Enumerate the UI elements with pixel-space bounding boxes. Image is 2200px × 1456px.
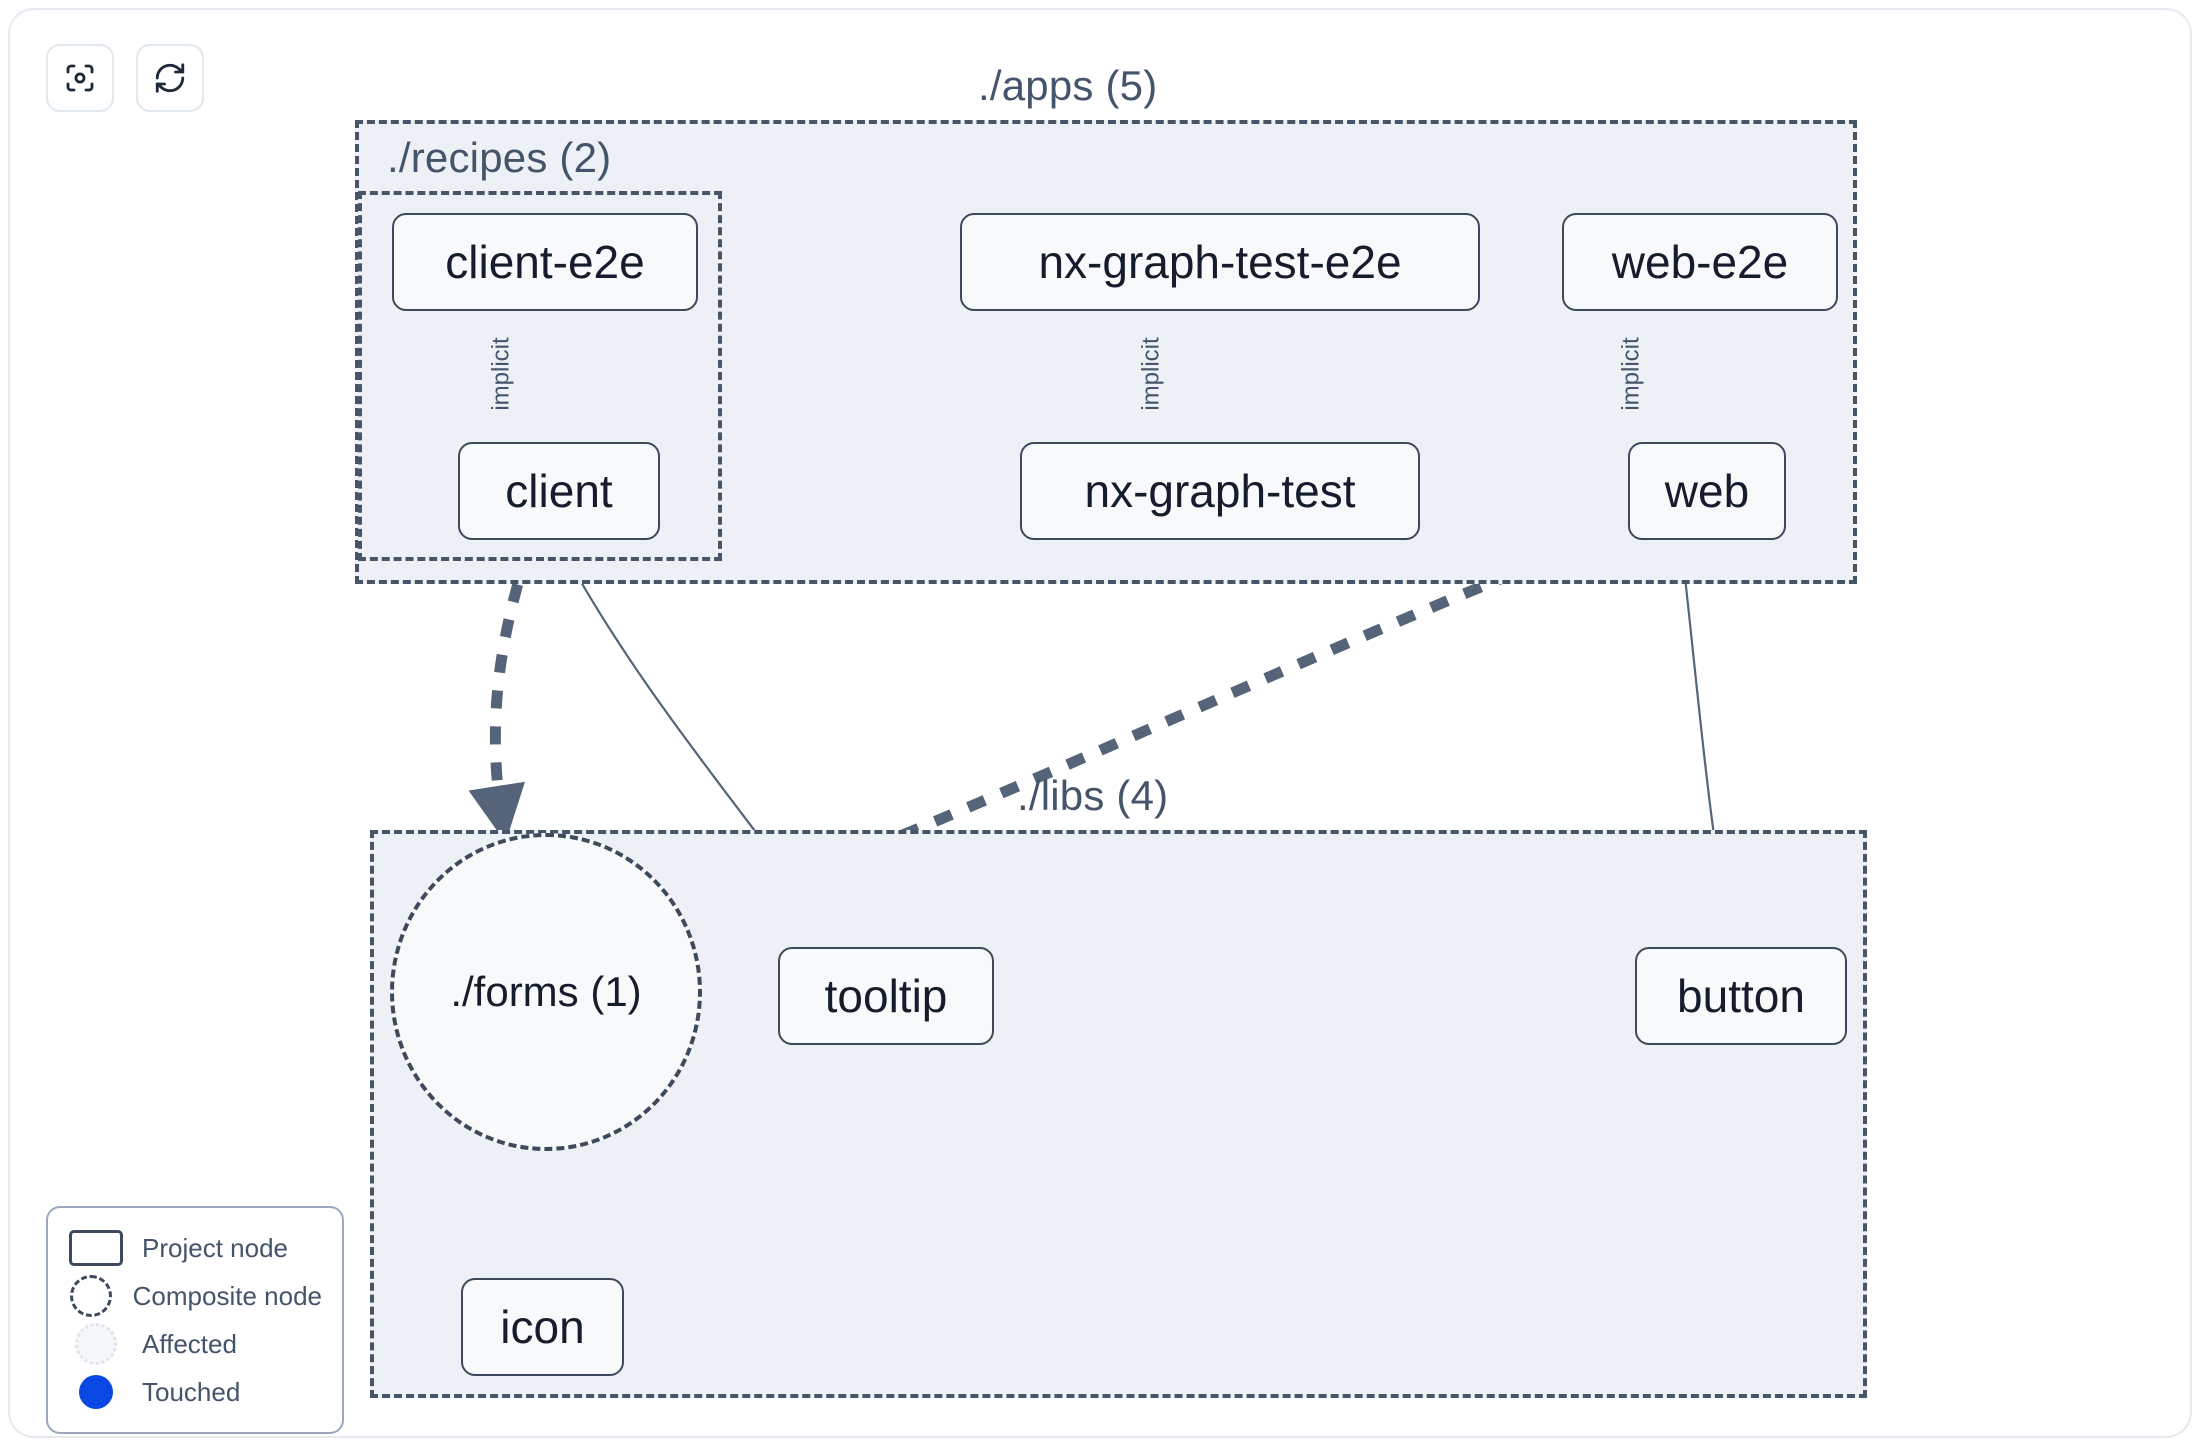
node-web[interactable]: web [1628, 442, 1786, 540]
legend-item-affected: Affected [68, 1320, 322, 1368]
node-label: web-e2e [1611, 236, 1789, 288]
node-nx-graph-test[interactable]: nx-graph-test [1020, 442, 1420, 540]
graph-panel: ./apps (5) ./recipes (2) ./libs (4) [8, 8, 2192, 1438]
edge-client-to-forms [468, 548, 534, 843]
node-client[interactable]: client [458, 442, 660, 540]
node-button[interactable]: button [1635, 947, 1847, 1045]
graph-legend: Project node Composite node Affected Tou… [46, 1206, 344, 1434]
legend-item-label: Composite node [132, 1280, 322, 1311]
legend-item-label: Affected [142, 1328, 237, 1359]
node-label: nx-graph-test-e2e [1038, 236, 1402, 288]
refresh-icon [152, 60, 188, 96]
group-label-apps: ./apps (5) [978, 62, 1158, 109]
node-label: nx-graph-test [1084, 465, 1356, 517]
legend-item-composite-node: Composite node [68, 1272, 322, 1320]
node-label: tooltip [824, 970, 948, 1022]
legend-item-project-node: Project node [68, 1224, 322, 1272]
graph-toolbar [46, 44, 204, 112]
node-label: icon [500, 1301, 585, 1353]
node-web-e2e[interactable]: web-e2e [1562, 213, 1838, 311]
node-label: client-e2e [445, 236, 645, 288]
edge-label-implicit-client: implicit [487, 337, 515, 411]
composite-node-symbol [68, 1275, 115, 1317]
edge-label-implicit-nxgraphtest: implicit [1137, 337, 1165, 411]
refresh-graph-button[interactable] [136, 44, 204, 112]
touched-symbol [68, 1375, 124, 1409]
node-forms-composite[interactable]: ./forms (1) [390, 833, 702, 1151]
node-label: web [1664, 465, 1750, 517]
node-client-e2e[interactable]: client-e2e [392, 213, 698, 311]
legend-item-label: Project node [142, 1232, 288, 1263]
group-label-recipes: ./recipes (2) [387, 134, 612, 181]
affected-symbol [68, 1323, 124, 1365]
node-label: ./forms (1) [450, 968, 642, 1015]
node-nx-graph-test-e2e[interactable]: nx-graph-test-e2e [960, 213, 1480, 311]
group-label-libs: ./libs (4) [1017, 772, 1169, 819]
legend-item-touched: Touched [68, 1368, 322, 1416]
legend-item-label: Touched [142, 1376, 241, 1407]
edge-label-implicit-web: implicit [1617, 337, 1645, 411]
node-label: client [505, 465, 613, 517]
focus-graph-button[interactable] [46, 44, 114, 112]
node-tooltip[interactable]: tooltip [778, 947, 994, 1045]
node-label: button [1677, 970, 1805, 1022]
project-node-symbol [68, 1230, 124, 1266]
focus-target-icon [62, 60, 98, 96]
node-icon[interactable]: icon [461, 1278, 624, 1376]
